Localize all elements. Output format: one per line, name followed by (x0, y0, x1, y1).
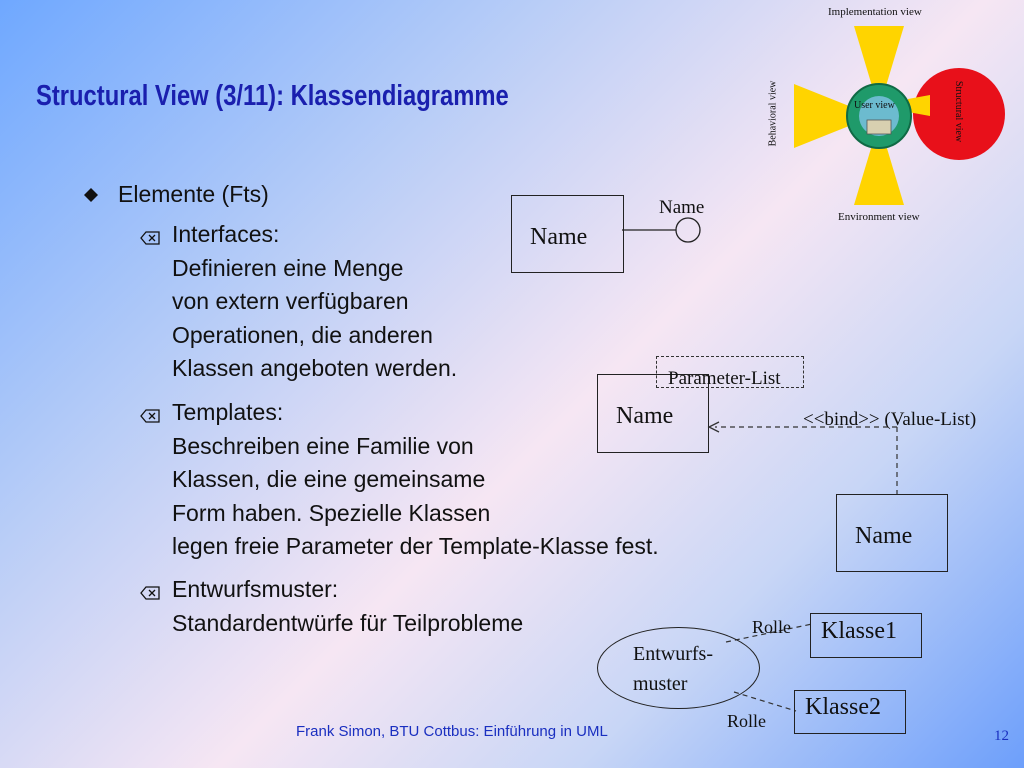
diamond-bullet-icon (84, 188, 98, 202)
templates-line: Beschreiben eine Familie von (172, 432, 474, 459)
page-number: 12 (994, 728, 1009, 744)
views-center-label: User view (854, 100, 895, 111)
parameter-list-label: Parameter-List (668, 368, 781, 389)
interfaces-line: Klassen angeboten werden. (172, 355, 458, 382)
role1-label: Rolle (752, 617, 791, 637)
entwurfsmuster-text: Entwurfsmuster: Standardentwürfe für Tei… (172, 573, 523, 640)
interface-class-box (511, 195, 624, 273)
interface-lollipop (622, 217, 701, 243)
templates-heading: Templates: (172, 399, 284, 425)
erase-key-icon (140, 231, 160, 245)
klasse1-name: Klasse1 (821, 618, 897, 644)
interfaces-line: von extern verfügbaren (172, 288, 409, 315)
role2-label: Rolle (727, 711, 766, 731)
views-diagram: Implementation view Environment view Use… (767, 0, 1024, 230)
views-diagram-graphic (794, 26, 1005, 205)
template-class-name: Name (616, 403, 674, 429)
pattern-label-line2: muster (633, 673, 688, 695)
klasse1-box (810, 613, 922, 658)
views-bottom-label: Environment view (838, 211, 920, 223)
pattern-label-line1: Entwurfs- (633, 643, 713, 665)
template-class-box (597, 374, 709, 453)
slide-footer: Frank Simon, BTU Cottbus: Einführung in … (296, 723, 608, 740)
klasse2-box (794, 690, 906, 734)
templates-line: legen freie Parameter der Template-Klass… (172, 533, 659, 560)
pattern-ellipse (597, 627, 760, 709)
interfaces-line: Operationen, die anderen (172, 321, 433, 348)
entwurfsmuster-heading: Entwurfsmuster: (172, 576, 339, 602)
interface-name-label: Name (659, 197, 705, 218)
bound-class-name: Name (855, 523, 913, 549)
klasse2-name: Klasse2 (805, 694, 881, 720)
structural-view-highlight (913, 68, 1005, 160)
erase-key-icon (140, 586, 160, 600)
structural-petal (908, 95, 930, 116)
views-left-label: Behavioral view (767, 80, 779, 147)
templates-line: Form haben. Spezielle Klassen (172, 499, 491, 526)
erase-key-icon (140, 409, 160, 423)
behavioral-petal (794, 84, 854, 148)
bind-label: <<bind>> (Value-List) (803, 409, 977, 430)
views-right-label: Structural view (953, 80, 965, 143)
pattern-connectors (725, 623, 813, 712)
bind-dependency-arrow (707, 421, 898, 495)
interfaces-line: Definieren eine Menge (172, 254, 404, 281)
implementation-petal (854, 26, 904, 86)
bound-class-box (836, 494, 948, 572)
slide-title: Structural View (3/11): Klassendiagramme (36, 80, 509, 112)
bullet-main-label: Elemente (Fts) (118, 181, 269, 207)
interfaces-heading: Interfaces: (172, 221, 280, 247)
parameter-list-box (656, 356, 804, 388)
templates-text: Templates: Beschreiben eine Familie von … (172, 396, 659, 564)
views-top-label: Implementation view (828, 6, 922, 18)
entwurfsmuster-line: Standardentwürfe für Teilprobleme (172, 609, 524, 636)
environment-petal (854, 145, 904, 205)
user-view-building (866, 119, 892, 135)
interface-class-name: Name (530, 224, 588, 250)
templates-line: Klassen, die eine gemeinsame (172, 466, 486, 493)
interfaces-text: Interfaces: Definieren eine Menge von ex… (172, 218, 457, 386)
